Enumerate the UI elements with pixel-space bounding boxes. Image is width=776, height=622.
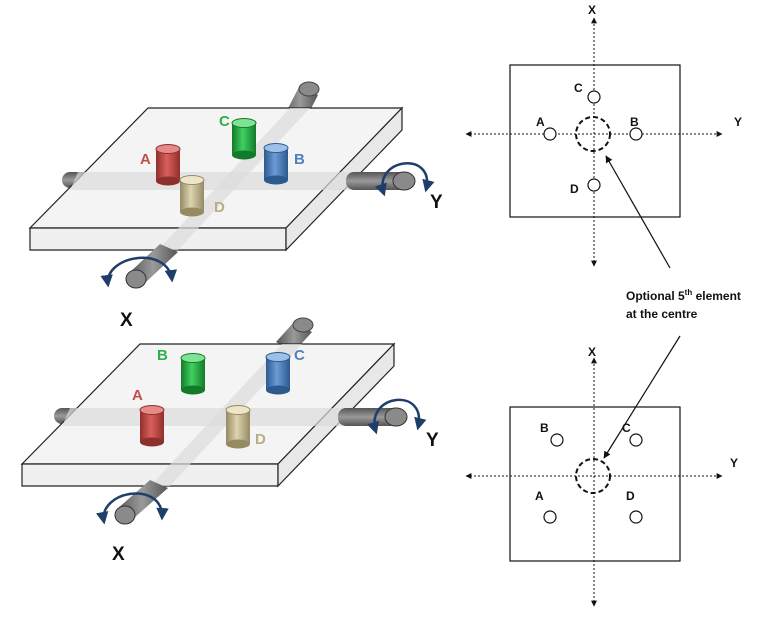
bottom-plan-element-c <box>629 433 643 447</box>
bottom-label-d: D <box>255 431 266 448</box>
top-label-a: A <box>140 151 151 168</box>
bottom-plan-label-b: B <box>540 421 549 435</box>
bottom-plan-label-d: D <box>626 489 635 503</box>
annotation-line-1-text: Optional 5 <box>626 289 685 303</box>
bottom-cylinder-c <box>265 352 291 395</box>
top-cylinder-c <box>231 118 257 160</box>
bottom-plan-x-label: X <box>588 345 596 359</box>
top-cylinder-b <box>263 143 289 185</box>
top-setup: A C B D X Y <box>28 81 443 331</box>
top-plan-y-label: Y <box>734 115 742 129</box>
top-cylinder-d <box>179 175 205 217</box>
bottom-plan-element-a <box>543 510 557 524</box>
optional-element-annotation: Optional 5th element at the centre <box>603 155 741 459</box>
top-plan-optional-centre <box>575 116 611 152</box>
bottom-cylinder-d <box>225 405 251 449</box>
top-cylinder-a <box>155 144 181 186</box>
bottom-plan-square <box>509 406 681 562</box>
annotation-line-1: Optional 5th element <box>626 288 741 303</box>
bottom-axis-x-label: X <box>112 544 125 565</box>
bottom-plan-label-c: C <box>622 421 631 435</box>
top-axis-y-label: Y <box>430 192 443 213</box>
annotation-arrow-bottom <box>603 335 681 459</box>
top-plan-element-c <box>587 90 601 104</box>
top-label-c: C <box>219 113 230 130</box>
top-plan-label-c: C <box>574 81 583 95</box>
top-plan-element-a <box>543 127 557 141</box>
top-plan-label-d: D <box>570 182 579 196</box>
bottom-plan-element-b <box>550 433 564 447</box>
annotation-line-1-tail: element <box>692 289 741 303</box>
bottom-setup: B C A D X Y <box>20 317 439 565</box>
bottom-label-b: B <box>157 347 168 364</box>
bottom-y-rotation-arrow <box>367 398 427 435</box>
top-plan-label-a: A <box>536 115 545 129</box>
annotation-superscript: th <box>685 288 693 297</box>
bottom-plan-y-label: Y <box>730 456 738 470</box>
top-axis-x-label: X <box>120 310 133 331</box>
top-plan-label-b: B <box>630 115 639 129</box>
top-plan-x-label: X <box>588 3 596 17</box>
bottom-plan-label-a: A <box>535 489 544 503</box>
top-label-d: D <box>214 199 225 216</box>
top-plan-element-b <box>629 127 643 141</box>
bottom-label-a: A <box>132 387 143 404</box>
top-plan-view: X Y C A B D <box>465 3 742 267</box>
bottom-cylinder-b <box>180 353 206 395</box>
bottom-plan-view: X Y B C A D <box>465 345 738 607</box>
bottom-axis-y-label: Y <box>426 430 439 451</box>
top-x-rotation-arrow <box>100 256 178 288</box>
annotation-line-2: at the centre <box>626 307 698 321</box>
bottom-cylinder-a <box>139 405 165 447</box>
bottom-label-c: C <box>294 347 305 364</box>
bottom-plan-optional-centre <box>575 458 611 494</box>
top-label-b: B <box>294 151 305 168</box>
bottom-plan-element-d <box>629 510 643 524</box>
top-y-rotation-arrow <box>374 162 435 197</box>
bottom-x-rotation-arrow <box>96 492 169 525</box>
annotation-arrow-top <box>605 155 671 269</box>
top-plan-square <box>509 64 681 218</box>
top-plan-element-d <box>587 178 601 192</box>
